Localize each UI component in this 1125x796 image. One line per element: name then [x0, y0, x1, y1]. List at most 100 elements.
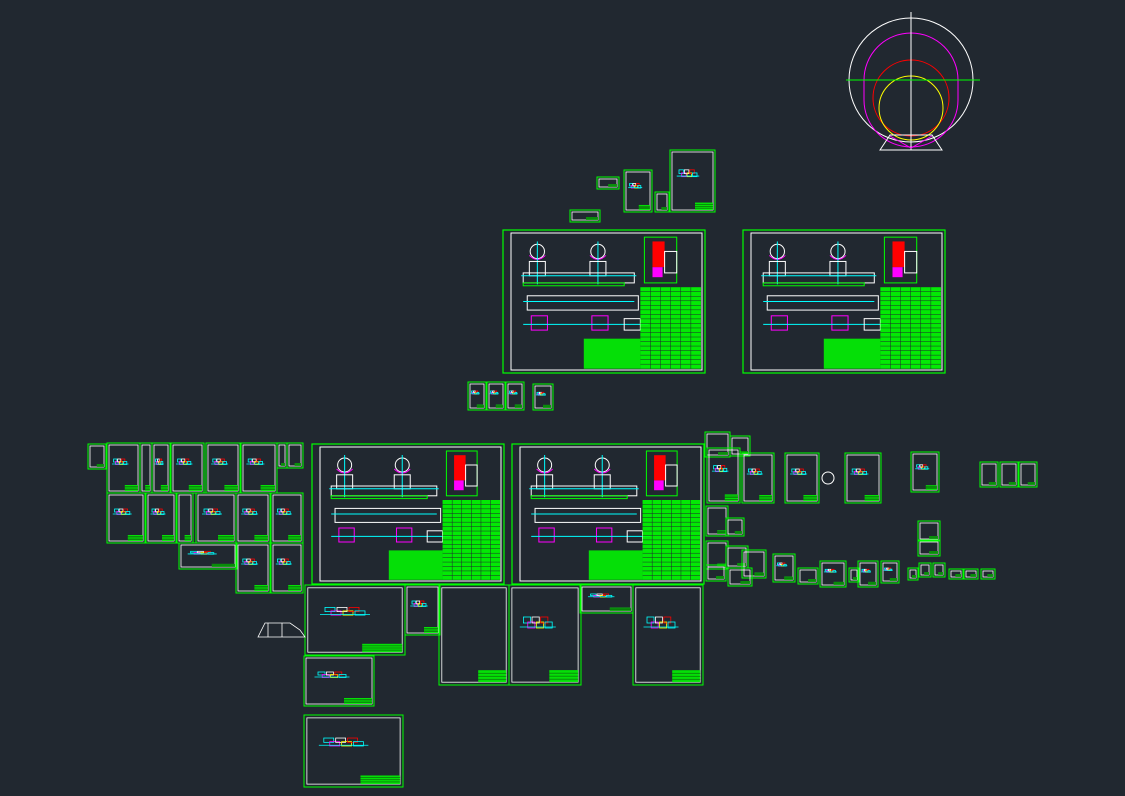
drawing-sheet[interactable]	[848, 567, 860, 583]
drawing-sheet[interactable]	[784, 452, 820, 504]
tech-requirements	[588, 550, 643, 580]
loose-part-sketch	[257, 622, 306, 638]
sheet-border	[178, 542, 238, 570]
drawing-sheet[interactable]	[303, 714, 404, 788]
drawing-sheet[interactable]	[741, 549, 767, 579]
drawing-sheet[interactable]	[1018, 461, 1038, 488]
drawing-sheet[interactable]	[151, 442, 171, 494]
base-frame	[530, 485, 638, 497]
drawing-sheet[interactable]	[725, 517, 745, 537]
drawing-sheet[interactable]	[999, 461, 1019, 488]
sheet-border	[727, 567, 753, 587]
drawing-sheet[interactable]	[857, 560, 879, 588]
drawing-sheet[interactable]	[270, 542, 304, 594]
drawing-sheet[interactable]	[963, 568, 979, 580]
drawing-sheet[interactable]	[87, 443, 107, 470]
assembly-sheet[interactable]	[742, 229, 946, 374]
drawing-sheet[interactable]	[797, 567, 819, 585]
sheet-border	[467, 381, 487, 411]
drawing-sheet[interactable]	[139, 442, 153, 494]
drawing-sheet[interactable]	[910, 451, 940, 493]
drawing-sheet[interactable]	[979, 461, 999, 488]
drawing-sheet[interactable]	[669, 149, 716, 213]
drawing-sheet[interactable]	[705, 564, 727, 582]
drawing-sheet[interactable]	[532, 383, 554, 411]
drawing-sheet[interactable]	[706, 447, 741, 504]
sheet-frame	[635, 587, 701, 683]
drawing-sheet[interactable]	[276, 442, 288, 469]
drawing-sheet[interactable]	[725, 545, 749, 569]
drawing-sheet[interactable]	[654, 191, 670, 213]
tech-requirements	[583, 338, 641, 369]
drawing-sheet[interactable]	[170, 442, 205, 494]
sheet-frame	[727, 547, 747, 567]
drawing-sheet[interactable]	[486, 381, 506, 411]
sheet-border	[705, 564, 727, 582]
sheet-frame	[89, 445, 105, 468]
plan-frame	[766, 295, 879, 311]
drawing-sheet[interactable]	[632, 584, 704, 686]
drawing-sheet[interactable]	[240, 442, 278, 494]
drawing-sheet[interactable]	[623, 169, 653, 213]
drawing-sheet[interactable]	[844, 452, 882, 504]
drawing-sheet[interactable]	[270, 492, 304, 544]
base-frame	[330, 485, 438, 497]
pipe-section-drawing[interactable]	[846, 12, 980, 151]
drawing-sheet[interactable]	[438, 584, 510, 686]
drawing-sheet[interactable]	[569, 209, 601, 223]
part-outline	[602, 593, 610, 597]
drawing-sheet[interactable]	[917, 520, 941, 542]
sheet-border	[797, 567, 819, 585]
assembly-sheet[interactable]	[311, 443, 505, 585]
part-outline	[197, 550, 204, 554]
drawing-sheet[interactable]	[705, 505, 729, 537]
magenta-arc	[863, 32, 959, 148]
drawing-sheet[interactable]	[704, 431, 731, 458]
side-view-magenta-part	[454, 480, 464, 491]
drawing-sheet[interactable]	[772, 553, 796, 583]
drawing-sheet[interactable]	[727, 567, 753, 587]
drawing-sheet[interactable]	[880, 560, 900, 584]
drawing-sheet[interactable]	[980, 568, 996, 580]
drawing-sheet[interactable]	[106, 442, 141, 494]
drawing-sheet[interactable]	[819, 560, 847, 588]
assembly-sheet[interactable]	[511, 443, 705, 585]
part-outline	[655, 616, 663, 624]
sheet-border	[979, 461, 999, 488]
sheet-frame	[272, 494, 302, 542]
drawing-sheet[interactable]	[286, 442, 304, 469]
drawing-sheet[interactable]	[917, 539, 941, 557]
drawing-sheet[interactable]	[145, 492, 177, 544]
drawing-sheet[interactable]	[195, 492, 237, 544]
drawing-sheet[interactable]	[907, 567, 919, 581]
sheet-frame	[319, 446, 502, 582]
part-outline	[689, 169, 695, 174]
drawing-sheet[interactable]	[508, 584, 582, 686]
drawing-sheet[interactable]	[948, 568, 964, 580]
drawing-sheet[interactable]	[505, 381, 525, 411]
drawing-sheet[interactable]	[235, 492, 271, 544]
sheet-border	[486, 381, 506, 411]
drawing-sheet[interactable]	[404, 584, 441, 636]
drawing-sheet[interactable]	[918, 562, 932, 578]
drawing-sheet[interactable]	[579, 584, 634, 614]
sheet-border	[784, 452, 820, 504]
sheet-frame	[859, 562, 877, 586]
drawing-sheet[interactable]	[176, 492, 194, 544]
drawing-sheet[interactable]	[205, 442, 241, 494]
sheet-border	[918, 562, 932, 578]
drawing-sheet[interactable]	[106, 492, 146, 544]
drawing-sheet[interactable]	[178, 542, 238, 570]
drawing-sheet[interactable]	[467, 381, 487, 411]
assembly-sheet[interactable]	[502, 229, 706, 374]
drawing-sheet[interactable]	[303, 655, 375, 707]
sheet-border	[857, 560, 879, 588]
drawing-sheet[interactable]	[596, 176, 620, 190]
drawing-sheet[interactable]	[304, 584, 406, 656]
drawing-sheet[interactable]	[235, 542, 271, 594]
drawing-sheet[interactable]	[932, 562, 946, 578]
sheet-frame	[786, 454, 818, 502]
drawing-sheet[interactable]	[741, 452, 775, 504]
sheet-frame	[141, 444, 151, 492]
